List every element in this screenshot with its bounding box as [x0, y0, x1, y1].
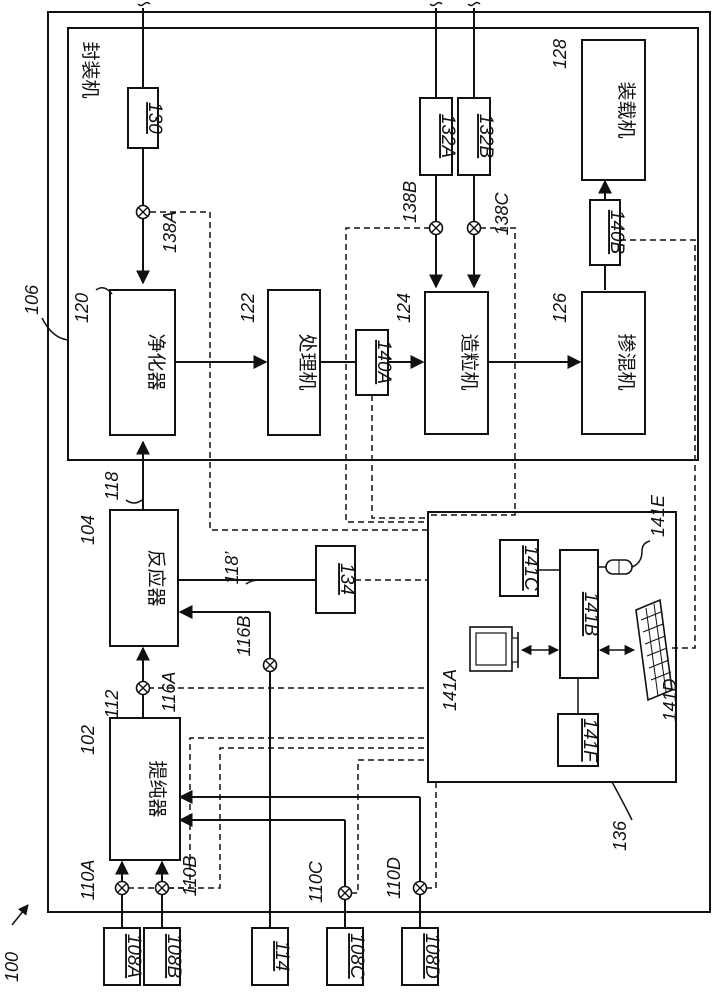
label-118-prime: 118’ [222, 551, 242, 585]
box-108a-label: 108A [123, 934, 144, 978]
label-141e: 141E [648, 494, 668, 537]
box-134-label: 134 [336, 563, 357, 595]
leader-106 [42, 318, 68, 340]
label-106: 106 [22, 284, 42, 315]
leader-136 [612, 782, 632, 820]
label-136: 136 [610, 820, 630, 851]
label-110d: 110D [384, 857, 404, 899]
leader-118 [126, 500, 142, 503]
label-138c: 138C [492, 191, 512, 235]
box-141c-label: 141C [520, 545, 541, 591]
label-141a: 141A [440, 669, 460, 711]
box-140a-label: 140A [373, 340, 394, 384]
label-126: 126 [550, 292, 570, 323]
box-108b-label: 108B [163, 934, 184, 979]
facility-name: 封装机 [79, 41, 101, 98]
label-138a: 138A [160, 211, 180, 253]
ctrl-110d [426, 778, 436, 888]
box-132a-label: 132A [437, 114, 458, 158]
valve-138a[interactable] [137, 206, 150, 219]
box-108d-label: 108D [421, 933, 442, 979]
wave-break [468, 3, 480, 6]
wave-break [138, 3, 150, 6]
leader-100 [12, 905, 28, 925]
box-102-name: 提纯器 [146, 760, 168, 817]
box-141f-label: 141F [579, 718, 600, 763]
wave-break [430, 3, 442, 6]
box-114-label: 114 [271, 941, 292, 971]
label-124: 124 [394, 293, 414, 323]
label-122: 122 [238, 293, 258, 323]
label-128: 128 [550, 39, 570, 69]
valve-110d[interactable] [414, 882, 427, 895]
box-130-label: 130 [144, 102, 165, 134]
label-100: 100 [2, 952, 22, 982]
label-116b: 116B [234, 616, 254, 657]
valve-116b[interactable] [264, 659, 277, 672]
mouse-icon[interactable] [606, 541, 650, 574]
monitor-icon[interactable] [470, 627, 518, 671]
label-110b: 110B [180, 856, 200, 897]
valve-110b[interactable] [156, 882, 169, 895]
label-110c: 110C [306, 860, 326, 903]
box-108c-label: 108C [346, 933, 367, 979]
label-102: 102 [78, 725, 98, 755]
label-141d: 141D [660, 678, 680, 721]
box-126-name: 掺混机 [615, 333, 637, 390]
box-141b-label: 141B [580, 592, 601, 637]
box-120-name: 净化器 [145, 333, 167, 390]
box-124-name: 造粒机 [458, 333, 480, 390]
label-116a: 116A [159, 672, 179, 713]
valve-138c[interactable] [468, 222, 481, 235]
box-122-name: 处理机 [296, 333, 318, 390]
box-140b-label: 140B [606, 210, 627, 255]
valve-112[interactable] [137, 682, 150, 695]
valve-110a[interactable] [116, 882, 129, 895]
label-112: 112 [102, 690, 122, 719]
box-128-name: 装载机 [615, 81, 637, 138]
label-138b: 138B [400, 181, 420, 223]
label-104: 104 [78, 515, 98, 545]
ctrl-140a [372, 395, 428, 518]
label-120: 120 [72, 293, 92, 323]
valve-110c[interactable] [339, 887, 352, 900]
computer-system-box[interactable] [428, 512, 676, 782]
label-110a: 110A [78, 860, 98, 901]
box-104-name: 反应器 [145, 549, 167, 606]
label-118: 118 [102, 472, 122, 501]
box-132b-label: 132B [475, 114, 496, 159]
valve-138b[interactable] [430, 222, 443, 235]
box-102[interactable] [110, 718, 180, 860]
